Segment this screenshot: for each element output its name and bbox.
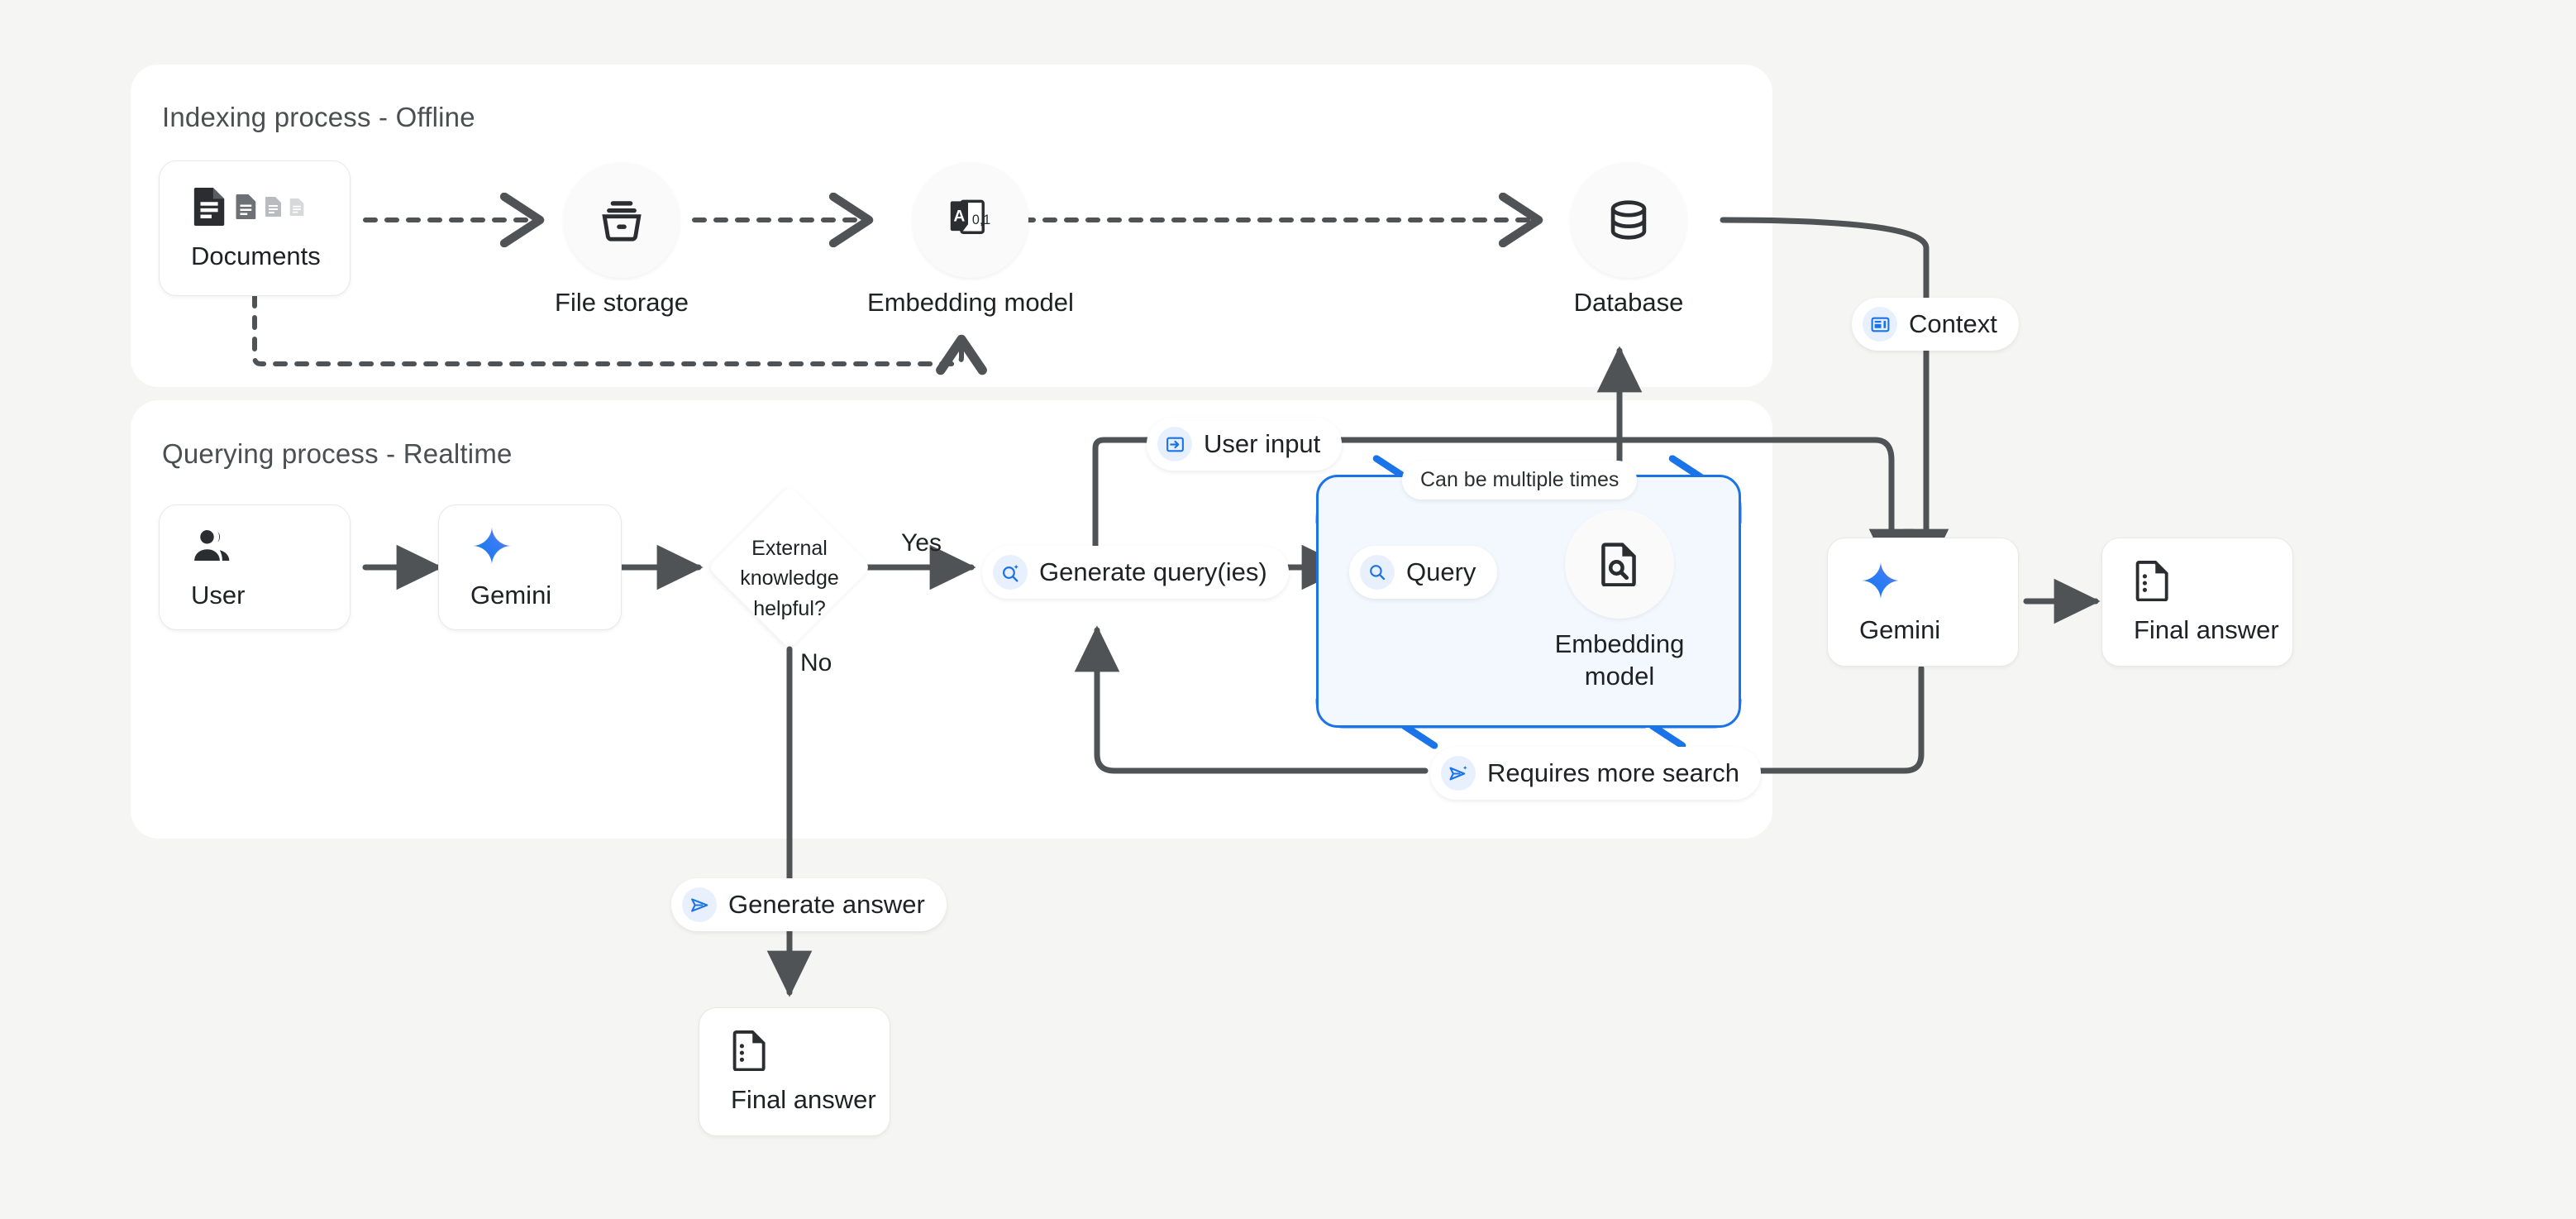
chip-generate-answer-label: Generate answer [728,890,925,919]
panel-indexing-title: Indexing process - Offline [162,102,475,132]
chip-query-label: Query [1406,557,1476,586]
context-icon [1863,307,1897,342]
chip-requires-more-search-label: Requires more search [1487,758,1739,787]
chip-user-input-label: User input [1204,429,1321,458]
send-spark-icon [1441,756,1476,791]
node-decision-label: External knowledge helpful? [715,533,864,624]
node-embedding-model-label: Embedding model [867,288,1074,317]
decision-line-3: helpful? [753,596,826,620]
chip-context-label: Context [1909,309,1997,338]
chip-generate-query[interactable]: Generate query(ies) [982,546,1289,599]
svg-text:0,1: 0,1 [972,213,990,227]
node-file-storage[interactable] [564,162,680,278]
final-answer-icon [2134,559,2292,602]
node-gemini-left-label: Gemini [470,581,552,610]
search-spark-icon [993,555,1028,590]
node-gemini-right[interactable]: Gemini [1827,538,2019,667]
node-embedding-model-query[interactable] [1565,509,1674,619]
file-storage-icon [602,201,642,241]
embedding-model-icon: 0,1 A [950,199,990,234]
node-final-answer-bottom[interactable]: Final answer [699,1007,890,1136]
node-embedding-model-query-label: Embedding model [1554,629,1685,691]
node-documents[interactable]: Documents [159,160,351,296]
decision-yes-label: Yes [901,529,942,557]
chip-requires-more-search[interactable]: Requires more search [1430,747,1761,800]
gemini-icon [470,524,621,567]
node-user-label: User [191,581,246,610]
node-final-answer-right[interactable]: Final answer [2101,538,2293,667]
chip-can-be-multiple-times-label: Can be multiple times [1420,468,1620,491]
decision-no-label: No [800,649,832,676]
document-icon-tertiary [265,197,281,217]
database-icon [1610,200,1647,240]
document-icon-primary [193,188,225,226]
node-documents-label: Documents [191,241,321,270]
decision-line-1: External [751,537,828,560]
node-final-answer-bottom-label: Final answer [731,1085,876,1114]
chip-user-input[interactable]: User input [1147,418,1343,471]
gemini-icon [1859,559,2018,602]
node-file-storage-label: File storage [555,288,689,317]
node-embedding-model[interactable]: 0,1 A [913,162,1028,278]
user-input-icon [1157,427,1192,461]
node-final-answer-right-label: Final answer [2134,615,2279,644]
svg-text:A: A [953,207,965,225]
node-database[interactable] [1571,162,1686,278]
chip-query[interactable]: Query [1349,546,1498,599]
node-gemini-right-label: Gemini [1859,615,1941,644]
chip-can-be-multiple-times: Can be multiple times [1402,461,1638,500]
document-icon-quaternary [289,198,304,216]
chip-generate-query-label: Generate query(ies) [1039,557,1267,586]
send-icon [682,887,717,922]
document-icon-secondary [236,194,256,219]
node-user[interactable]: User [159,504,351,630]
doc-search-icon [1601,543,1636,586]
chip-generate-answer[interactable]: Generate answer [671,878,947,931]
final-answer-icon [731,1029,890,1072]
documents-icon [191,185,350,228]
decision-line-2: knowledge [740,566,839,590]
node-database-label: Database [1573,288,1684,317]
user-icon [191,524,350,567]
panel-querying-title: Querying process - Realtime [162,438,513,469]
chip-context[interactable]: Context [1852,298,2019,351]
search-icon [1360,555,1395,590]
node-gemini-left[interactable]: Gemini [438,504,622,630]
